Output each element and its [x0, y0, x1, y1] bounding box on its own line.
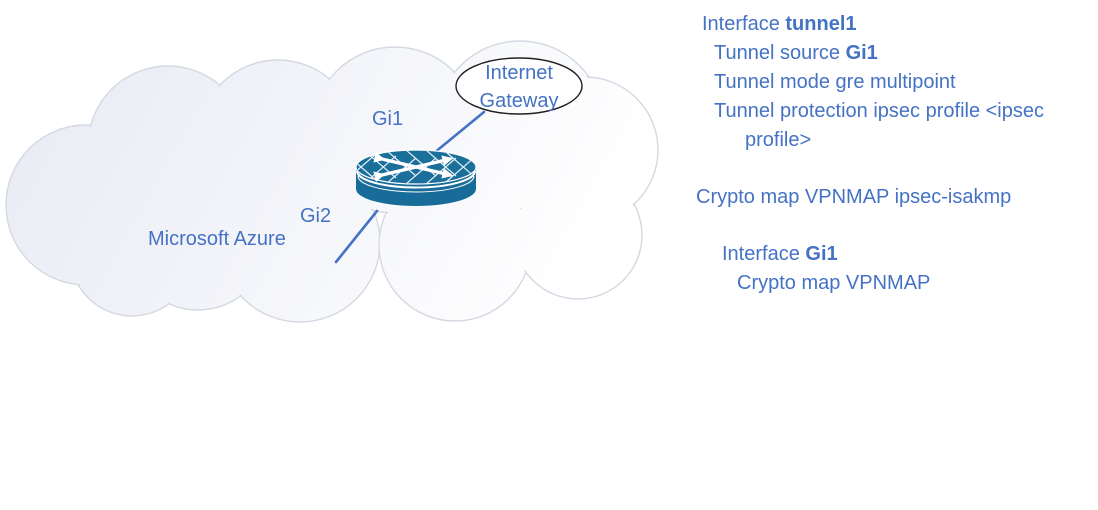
config-text: Interface — [722, 243, 806, 265]
interface-gi2-label: Gi2 — [300, 205, 332, 227]
diagram-canvas — [5, 40, 659, 323]
config-line: Tunnel source Gi1 — [714, 39, 1092, 68]
config-text-bold: Gi1 — [805, 243, 838, 265]
config-text: Tunnel source — [714, 42, 846, 64]
gi2-link-line — [334, 209, 379, 264]
config-line: Crypto map VPNMAP ipsec-isakmp — [696, 183, 1092, 212]
config-text-bold: tunnel1 — [785, 13, 857, 35]
config-line: Interface Gi1 — [722, 240, 1092, 269]
config-text: Crypto map VPNMAP — [737, 272, 931, 294]
config-text: Interface — [702, 13, 786, 35]
gi1-gateway-link-line — [432, 110, 486, 155]
config-line: Tunnel mode gre multipoint — [714, 68, 1092, 97]
config-line: profile> — [745, 126, 1092, 155]
config-text-bold: Gi1 — [845, 42, 878, 64]
microsoft-azure-label: Microsoft Azure — [148, 228, 286, 250]
internet-gateway-ellipse — [455, 57, 583, 115]
network-diagram: Internet Gateway Gi1 Gi2 Microsoft Azure — [0, 0, 690, 360]
crypto-map-block: Crypto map VPNMAP ipsec-isakmp — [696, 183, 1092, 212]
config-text: Tunnel mode gre multipoint — [714, 71, 956, 93]
config-text: Crypto map VPNMAP ipsec-isakmp — [696, 186, 1012, 208]
config-line: Interface tunnel1 — [702, 10, 1092, 39]
config-text: profile> — [745, 129, 812, 151]
config-line: Crypto map VPNMAP — [737, 269, 1092, 298]
azure-cloud-shape — [5, 40, 659, 323]
config-line: Tunnel protection ipsec profile <ipsec — [714, 97, 1092, 126]
internet-gateway-label-line1: Internet — [485, 62, 553, 84]
interface-gi1-label: Gi1 — [372, 108, 404, 130]
internet-gateway-label-line2: Gateway — [479, 90, 559, 112]
cisco-router-icon — [355, 149, 477, 206]
config-text: Tunnel protection ipsec profile <ipsec — [714, 100, 1044, 122]
